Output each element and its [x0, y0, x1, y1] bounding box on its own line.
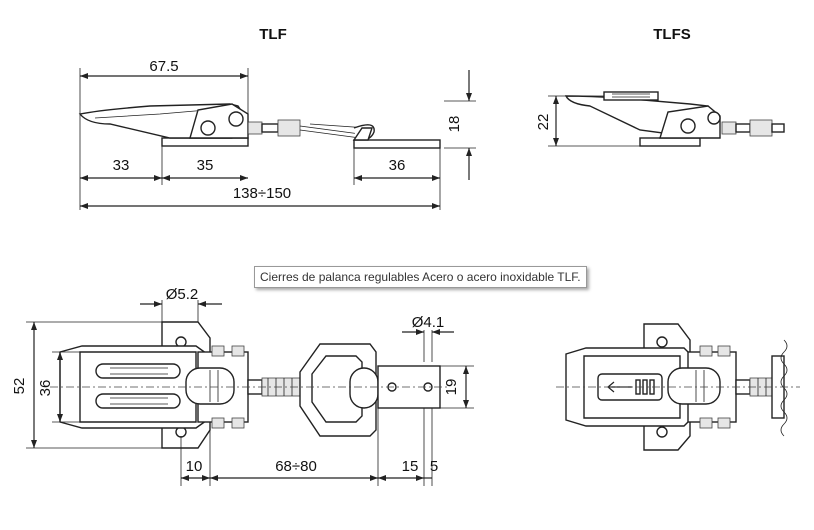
dim-bottom-5: 5 — [430, 458, 438, 475]
tlfs-dimensions: 22 — [535, 95, 640, 147]
dim-left-seg: 33 — [113, 157, 130, 174]
tlf-side-view — [78, 103, 441, 149]
dim-height-tlf: 18 — [446, 116, 463, 133]
dim-bracket-width: 19 — [443, 379, 460, 396]
title-tlf: TLF — [259, 26, 287, 43]
dim-hole-left: Ø5.2 — [166, 286, 199, 303]
tlf-top-view — [50, 321, 450, 449]
dim-mid-seg: 35 — [197, 157, 214, 174]
dim-base-height: 52 — [11, 378, 28, 395]
tooltip: Cierres de palanca regulables Acero o ac… — [254, 266, 587, 288]
dim-right-seg: 36 — [389, 157, 406, 174]
dim-bottom-15: 15 — [402, 458, 419, 475]
tlfs-side-view — [564, 91, 785, 147]
dim-inner-height: 36 — [37, 380, 54, 397]
dim-bottom-range: 68÷80 — [275, 458, 317, 475]
dim-hole-right: Ø4.1 — [412, 314, 445, 331]
tlfs-top-view — [556, 323, 800, 451]
dim-bottom-10: 10 — [186, 458, 203, 475]
dim-overall: 138÷150 — [233, 185, 291, 202]
tlf-top-dimensions: Ø5.2 Ø4.1 52 36 19 10 68÷80 15 5 — [11, 286, 474, 486]
title-tlfs: TLFS — [653, 26, 691, 43]
dim-height-tlfs: 22 — [535, 114, 552, 131]
dim-top-length: 67.5 — [149, 58, 178, 75]
tlf-dimensions: 67.5 33 35 36 138÷150 18 — [79, 58, 476, 210]
